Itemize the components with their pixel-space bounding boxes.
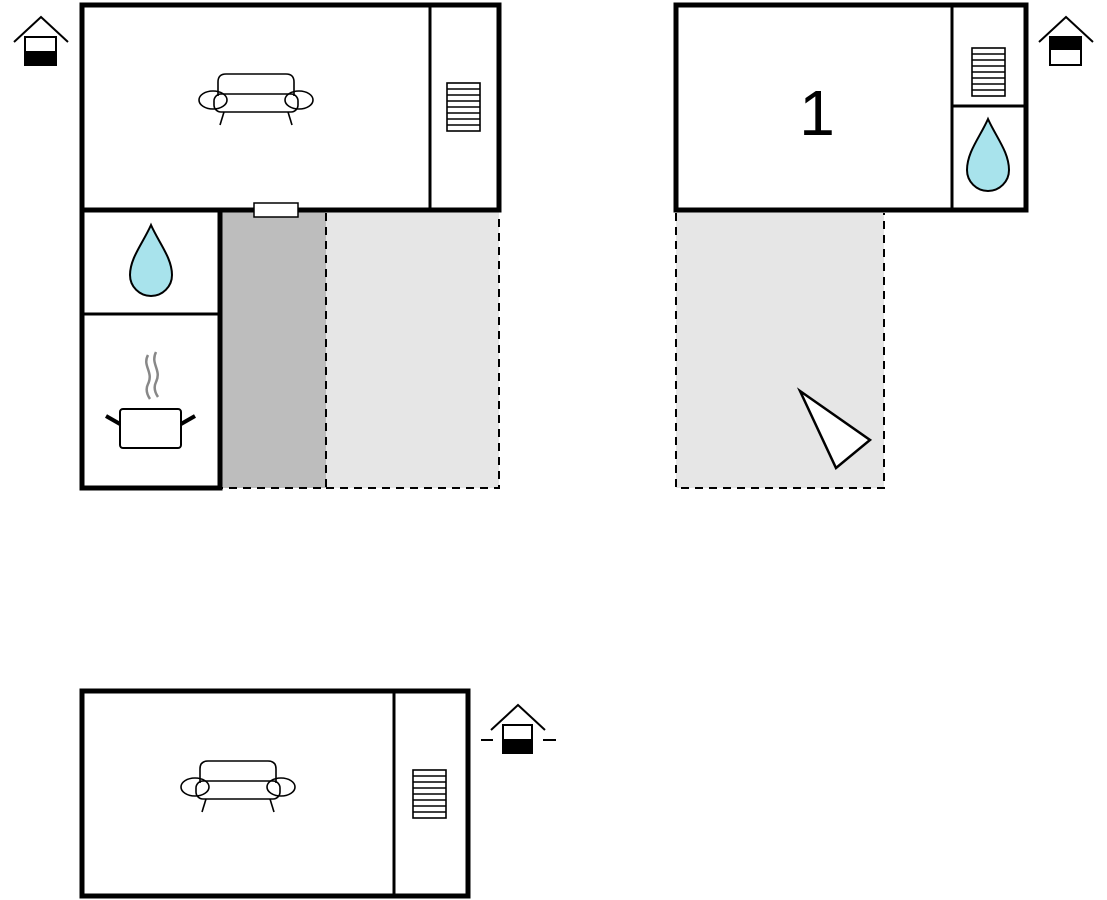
stairs-icon [446, 82, 481, 132]
water-drop-icon [965, 116, 1011, 192]
compass-arrow-icon [796, 387, 873, 470]
terrace-light [326, 211, 499, 488]
stairs-icon [412, 769, 447, 819]
floor-level-icon-lower [481, 703, 556, 754]
lower-floor [79, 688, 556, 899]
door-icon [253, 202, 299, 218]
room-number: 1 [799, 77, 835, 149]
terrace-shaded [222, 211, 326, 488]
sofa-icon [198, 73, 314, 126]
sofa-icon [180, 760, 296, 813]
cooking-pot-icon [105, 351, 196, 449]
basement-room [79, 688, 471, 899]
service-wing-walls [79, 210, 223, 491]
water-drop-icon [128, 222, 174, 297]
floor-level-icon-upper [1038, 15, 1094, 66]
ground-floor [13, 2, 502, 491]
stairs-icon [971, 47, 1006, 97]
upper-floor: 1 [673, 2, 1094, 489]
floor-level-icon-ground [13, 15, 69, 66]
